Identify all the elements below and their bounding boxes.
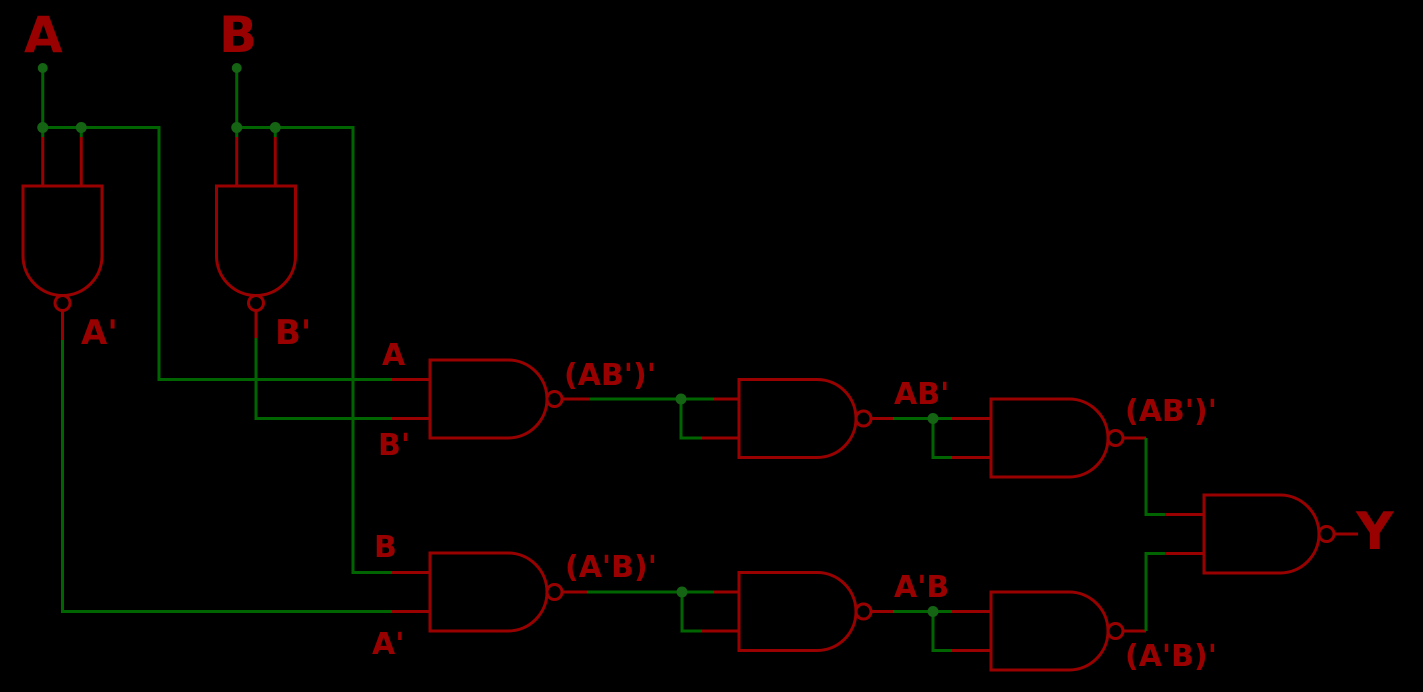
junction-dot [927, 413, 939, 424]
junction-dot [231, 122, 243, 133]
junction-dot [927, 606, 939, 617]
junction-dot [37, 122, 49, 133]
nand-inverter-b-bubble-icon [247, 294, 265, 312]
nand-inverter-a-bubble-icon [53, 294, 72, 312]
wire-a-prime-run [61, 340, 392, 613]
input-label-b: B [219, 6, 257, 64]
wire-b-prime-run [254, 338, 392, 420]
nand-aprime-b [428, 551, 564, 633]
net-label-abprime-not-2: (AB')' [1125, 394, 1217, 429]
junction-dot [75, 122, 87, 133]
nand-inverter-abprime-2-bubble-icon [1106, 429, 1125, 447]
nand-inverter-a [21, 184, 104, 312]
net-label-b-in: B [374, 530, 397, 565]
nand-inverter-aprimeb-2-bubble-icon [1106, 622, 1125, 640]
nand-output-bubble-icon [1317, 525, 1336, 543]
wire-aprimeb1-branch [680, 592, 702, 633]
nand-inverter-aprimeb-1-bubble-icon [854, 602, 873, 621]
nand-inverter-aprimeb-1 [737, 571, 873, 652]
net-label-a-prime-1: A' [81, 313, 118, 353]
net-label-abprime-not-1: (AB')' [564, 358, 656, 393]
wire-a-junction-run [42, 126, 392, 381]
nand-inverter-abprime-1-bubble-icon [854, 409, 873, 428]
nand-a-bprime [428, 358, 564, 440]
nand-inverter-b [215, 184, 297, 312]
nand-output [1202, 493, 1336, 575]
input-label-a: A [24, 6, 63, 64]
wire-abprime1-branch [679, 399, 702, 440]
wire-b-junction-run [236, 126, 392, 574]
wire-aprimeb-branch [931, 611, 952, 652]
net-label-aprimeb-not-1: (A'B)' [565, 550, 657, 585]
wire-aprimeb2-run [1144, 552, 1165, 631]
net-label-a-in: A [382, 338, 406, 373]
net-label-b-prime-in: B' [378, 428, 410, 463]
net-label-b-prime-1: B' [275, 313, 311, 353]
nand-inverter-abprime-2 [989, 397, 1125, 479]
nand-inverter-abprime-1 [737, 378, 873, 459]
junction-dot [675, 393, 687, 405]
pin-a [37, 63, 48, 73]
output-label-y: Y [1355, 502, 1395, 562]
junction-dot [676, 586, 688, 598]
nand-inverter-aprimeb-2 [989, 590, 1125, 672]
nand-a-bprime-bubble-icon [545, 390, 564, 408]
nand-aprime-b-bubble-icon [545, 583, 564, 601]
wire-abprime2-run [1144, 438, 1165, 516]
net-label-a-prime-in: A' [372, 627, 404, 662]
wire-abprime-branch [931, 418, 952, 459]
net-label-abprime: AB' [894, 377, 949, 412]
junction-dot [269, 122, 281, 133]
pin-b [231, 63, 242, 73]
net-label-aprimeb-not-2: (A'B)' [1125, 639, 1217, 674]
net-label-aprimeb: A'B [894, 570, 949, 605]
